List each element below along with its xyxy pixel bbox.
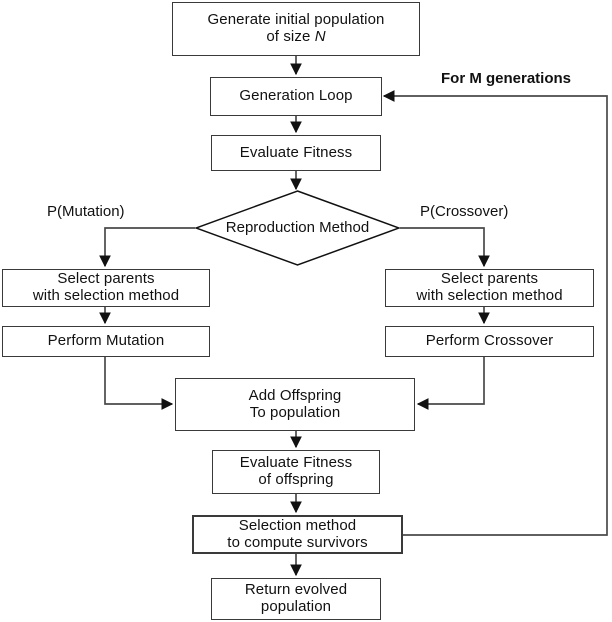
node-evaluate-fitness-offspring[interactable]: Evaluate Fitness of offspring	[212, 450, 380, 494]
node-evaluate-fitness[interactable]: Evaluate Fitness	[211, 135, 381, 171]
node-select-parents-crossover[interactable]: Select parents with selection method	[385, 269, 594, 307]
node-line-1: Evaluate Fitness	[239, 143, 353, 161]
node-reproduction-method[interactable]: Reproduction Method	[195, 190, 400, 266]
node-line-1: Reproduction	[225, 218, 315, 236]
node-line-1: Select parents	[440, 270, 539, 288]
edge-label-text: For M generations	[441, 70, 572, 87]
node-add-offspring[interactable]: Add Offspring To population	[175, 378, 415, 431]
node-perform-crossover[interactable]: Perform Crossover	[385, 326, 594, 357]
node-line-2-italic-n: N	[314, 28, 326, 45]
node-line-1: Evaluate Fitness	[239, 454, 353, 472]
node-perform-mutation[interactable]: Perform Mutation	[2, 326, 210, 357]
node-line-2: with selection method	[416, 287, 563, 304]
node-line-2-prefix: of size	[266, 28, 315, 45]
edge-diamond-to-crossover	[400, 227, 490, 268]
node-generate-initial-population[interactable]: Generate initial population of size N	[172, 2, 420, 56]
node-return-evolved-population[interactable]: Return evolved population	[211, 578, 381, 620]
node-generation-loop[interactable]: Generation Loop	[210, 77, 382, 116]
node-line-1: Perform Mutation	[47, 332, 165, 350]
node-line-1: Generate initial population	[207, 11, 385, 29]
node-selection-method-survivors[interactable]: Selection method to compute survivors	[192, 515, 403, 554]
node-line-2: with selection method	[32, 287, 180, 304]
edge-loop-back	[382, 90, 608, 536]
edge-mutation-to-offspring	[104, 357, 174, 410]
node-line-1: Perform Crossover	[425, 332, 554, 350]
node-line-2: To population	[249, 403, 341, 421]
node-line-2: population	[260, 598, 332, 615]
node-line-1: Return evolved	[244, 581, 348, 599]
edge-label-for-m-generations: For M generations	[441, 70, 571, 87]
node-line-1: Generation Loop	[239, 87, 353, 105]
edge-label-mutation-probability: P(Mutation)	[47, 203, 125, 220]
node-line-1: Add Offspring	[248, 386, 342, 404]
node-line-2: of offspring	[258, 471, 334, 488]
edge-label-text: P(Crossover)	[420, 203, 509, 220]
diamond-shape	[195, 190, 400, 266]
node-line-1: Select parents	[57, 270, 155, 288]
edge-label-crossover-probability: P(Crossover)	[420, 203, 508, 220]
edge-crossover-to-offspring	[416, 357, 485, 410]
edge-label-text: P(Mutation)	[47, 203, 125, 220]
edge-diamond-to-mutation	[99, 227, 195, 268]
node-line-2: of size N	[208, 28, 385, 46]
node-select-parents-mutation[interactable]: Select parents with selection method	[2, 269, 210, 307]
node-line-2: Method	[319, 218, 370, 236]
node-line-1: Selection method	[238, 516, 357, 534]
node-line-2: to compute survivors	[227, 533, 368, 551]
